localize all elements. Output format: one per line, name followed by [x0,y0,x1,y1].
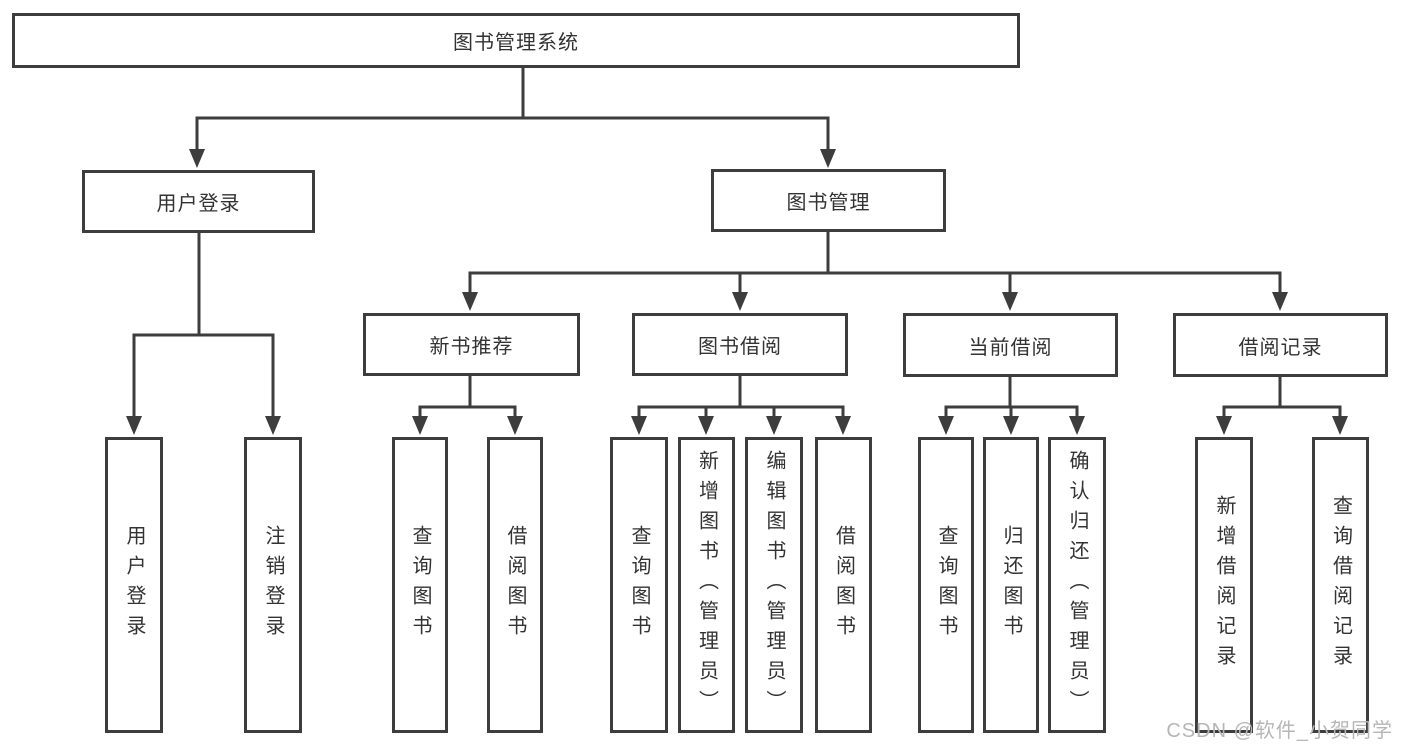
node-borrow-records: 借阅记录 [1173,313,1388,377]
node-borrow-records-label: 借阅记录 [1238,336,1323,359]
leaf-return-books: 归还图书 [983,437,1039,733]
node-new-book-recommend-label: 新书推荐 [429,336,514,358]
leaf-return-books-label: 归还图书 [1000,525,1022,645]
connector-borrow-records [1216,377,1348,435]
connector-book-management [462,232,1288,311]
leaf-logout: 注销登录 [244,437,302,733]
leaf-confirm-return-admin: 确认归还（管理员） [1048,437,1106,733]
arrow-down-icon [1002,292,1018,311]
arrow-down-icon [1272,292,1288,311]
node-new-book-recommend: 新书推荐 [363,313,580,376]
arrow-down-icon [126,416,142,435]
leaf-add-books-admin: 新增图书（管理员） [678,437,735,733]
connector-root [189,68,836,168]
leaf-edit-books-admin: 编辑图书（管理员） [745,437,803,733]
node-book-management-label: 图书管理 [786,192,871,214]
leaf-query-books-borrow-label: 查询图书 [628,525,650,645]
leaf-query-books-current-label: 查询图书 [935,525,957,645]
leaf-add-books-admin-label: 新增图书（管理员） [695,450,718,720]
leaf-query-books-recommend-label: 查询图书 [409,525,431,645]
arrow-down-icon [820,149,836,168]
arrow-down-icon [631,416,647,435]
watermark: CSDN @软件_小贺同学 [1166,720,1393,742]
arrow-down-icon [1216,416,1232,435]
arrow-down-icon [1332,416,1348,435]
arrow-down-icon [698,416,714,435]
node-book-borrow: 图书借阅 [632,313,848,376]
arrow-down-icon [938,416,954,435]
node-current-borrow-label: 当前借阅 [968,336,1053,359]
leaf-user-login-label: 用户登录 [123,525,145,645]
leaf-query-books-recommend: 查询图书 [392,437,448,733]
leaf-user-login: 用户登录 [105,437,163,733]
leaf-borrow-books-label: 借阅图书 [832,525,855,645]
arrow-down-icon [1069,416,1085,435]
arrow-down-icon [507,416,523,435]
node-book-management: 图书管理 [711,169,946,232]
leaf-borrow-books-recommend: 借阅图书 [487,437,543,733]
leaf-query-books-borrow: 查询图书 [610,437,668,733]
arrow-down-icon [265,416,281,435]
leaf-query-borrow-record: 查询借阅记录 [1312,437,1369,733]
node-book-borrow-label: 图书借阅 [698,336,782,358]
arrow-down-icon [835,416,851,435]
leaf-add-borrow-record-label: 新增借阅记录 [1213,495,1235,675]
connector-current-borrow [938,377,1085,435]
arrow-down-icon [732,292,748,311]
connector-new-book-recommend [412,376,523,435]
connector-user-login [126,233,281,435]
leaf-edit-books-admin-label: 编辑图书（管理员） [763,450,785,720]
leaf-borrow-books: 借阅图书 [815,437,872,733]
node-current-borrow: 当前借阅 [903,313,1118,377]
connector-book-borrow [631,376,851,435]
node-root-label: 图书管理系统 [453,32,579,54]
leaf-query-borrow-record-label: 查询借阅记录 [1329,495,1352,675]
node-user-login: 用户登录 [82,170,315,233]
leaf-add-borrow-record: 新增借阅记录 [1195,437,1253,733]
leaf-query-books-current: 查询图书 [918,437,974,733]
leaf-logout-label: 注销登录 [262,525,284,645]
arrow-down-icon [766,416,782,435]
arrow-down-icon [1003,416,1019,435]
node-root: 图书管理系统 [12,13,1020,68]
arrow-down-icon [462,292,478,311]
leaf-borrow-books-recommend-label: 借阅图书 [504,525,526,645]
arrow-down-icon [412,416,428,435]
leaf-confirm-return-admin-label: 确认归还（管理员） [1066,450,1088,720]
node-user-login-label: 用户登录 [156,193,241,215]
arrow-down-icon [189,149,205,168]
